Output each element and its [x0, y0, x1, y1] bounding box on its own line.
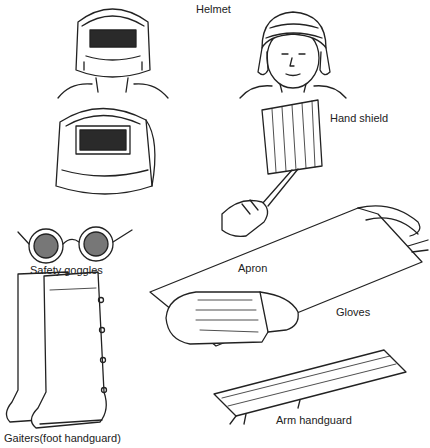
- part-label: Arm handguard: [276, 414, 352, 427]
- helmet-wearer: [58, 9, 168, 98]
- safety-goggles: [18, 227, 132, 263]
- part-label: Safety goggles: [30, 264, 103, 277]
- gloves: [166, 292, 298, 344]
- cap-wearer: [240, 12, 346, 98]
- part-label: Helmet: [196, 3, 231, 16]
- welding-helmet: [56, 108, 155, 194]
- arm-handguard: [214, 350, 406, 424]
- apron: [150, 206, 428, 346]
- gaiters: [6, 272, 106, 428]
- part-label: Hand shield: [330, 112, 388, 125]
- part-label: Gaiters(foot handguard): [4, 432, 121, 445]
- part-label: Gloves: [336, 306, 370, 319]
- hand-shield: [222, 100, 322, 236]
- part-label: Apron: [238, 262, 267, 275]
